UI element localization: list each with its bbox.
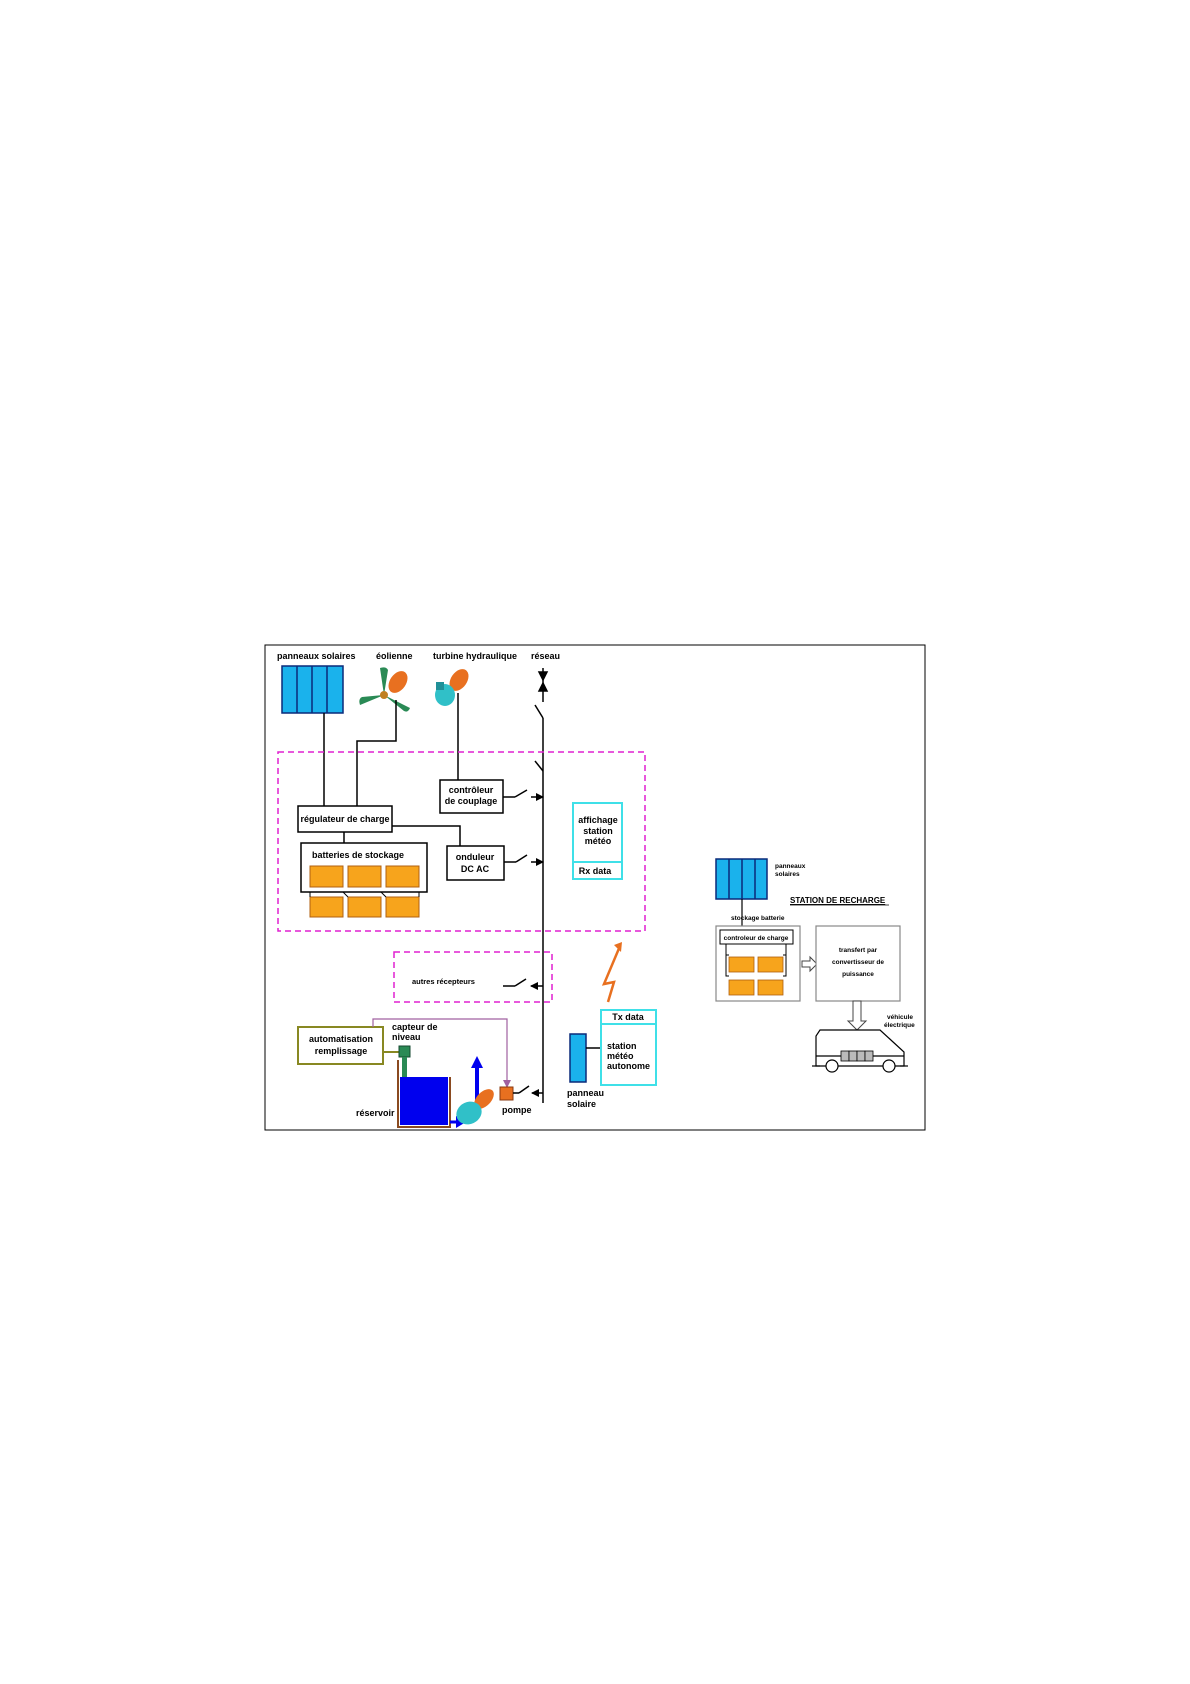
receivers-switch xyxy=(503,978,543,990)
weather-station-block: Tx data station météo autonome xyxy=(600,1009,657,1086)
grid-switch xyxy=(534,671,549,772)
weather-station-label-2: météo xyxy=(607,1051,634,1061)
transfer-label-3: puissance xyxy=(842,971,874,978)
solar-panel-array xyxy=(281,665,344,714)
fill-automation-label-2: remplissage xyxy=(315,1046,368,1056)
level-sensor-icon xyxy=(383,1045,411,1077)
pump-icon xyxy=(456,1086,514,1125)
wiring xyxy=(323,668,544,1103)
weather-display-label-1: affichage xyxy=(578,815,618,825)
fill-automation-block: automatisation remplissage xyxy=(297,1026,384,1065)
level-sensor-label-1: capteur de xyxy=(392,1022,438,1032)
main-zone-dashed xyxy=(277,751,646,932)
vehicle-label-2: électrique xyxy=(884,1022,915,1029)
hydro-turbine-label: turbine hydraulique xyxy=(433,651,517,661)
coupling-controller-label-2: de couplage xyxy=(445,796,498,806)
charge-regulator-label: régulateur de charge xyxy=(300,814,389,824)
transfer-label-1: transfert par xyxy=(839,947,878,954)
coupling-switch xyxy=(503,789,544,801)
rx-data-label: Rx data xyxy=(579,866,613,876)
vehicle-arrow xyxy=(846,1000,868,1031)
recharge-storage-block: controleur de charge xyxy=(715,925,801,1002)
recharge-station-title: STATION DE RECHARGE xyxy=(790,896,886,905)
wireless-arrowhead xyxy=(614,942,622,952)
storage-batteries-block: batteries de stockage xyxy=(300,842,428,918)
solar-panels-label: panneaux solaires xyxy=(277,651,356,661)
weather-display-label-2: station xyxy=(583,826,613,836)
fill-automation-label-1: automatisation xyxy=(309,1034,373,1044)
inverter-block: onduleur DC AC xyxy=(446,845,505,881)
coupling-controller-block: contrôleur de couplage xyxy=(439,779,504,814)
power-transfer-block: transfert par convertisseur de puissance xyxy=(815,925,901,1002)
transfer-arrow xyxy=(801,955,818,973)
small-solar-panel xyxy=(569,1033,587,1083)
pump-switch xyxy=(513,1085,543,1097)
inverter-label-2: DC AC xyxy=(461,864,490,874)
recharge-battery-cells xyxy=(728,956,784,996)
coupling-controller-label-1: contrôleur xyxy=(449,785,494,795)
inverter-label-1: onduleur xyxy=(456,852,495,862)
recharge-controller-label: controleur de charge xyxy=(724,935,789,942)
inverter-switch xyxy=(504,854,544,866)
small-panel-label-2: solaire xyxy=(567,1099,596,1109)
pump-label: pompe xyxy=(502,1105,532,1115)
vehicle-label-1: véhicule xyxy=(887,1014,913,1021)
recharge-storage-label: stockage batterie xyxy=(731,915,785,922)
weather-station-label-3: autonome xyxy=(607,1061,650,1071)
wind-turbine-icon xyxy=(359,667,410,712)
transfer-label-2: convertisseur de xyxy=(832,959,884,966)
reservoir-label: réservoir xyxy=(356,1108,395,1118)
wind-turbine-label: éolienne xyxy=(376,651,413,661)
recharge-panels-label-1: panneaux xyxy=(775,863,806,870)
small-panel-label-1: panneau xyxy=(567,1088,604,1098)
reservoir-tank xyxy=(397,1060,451,1128)
receivers-zone-dashed xyxy=(393,951,553,1003)
weather-display-label-3: météo xyxy=(585,836,612,846)
other-receivers-label: autres récepteurs xyxy=(412,977,475,986)
signal-line xyxy=(372,1018,511,1088)
charge-regulator-block: régulateur de charge xyxy=(297,805,393,833)
recharge-solar-panels xyxy=(715,858,768,900)
weather-display-block: affichage station météo Rx data xyxy=(572,802,623,880)
weather-station-label-1: station xyxy=(607,1041,637,1051)
storage-batteries-label: batteries de stockage xyxy=(312,850,404,860)
tx-data-label: Tx data xyxy=(612,1012,645,1022)
battery-cells xyxy=(309,865,420,918)
hydro-turbine-icon xyxy=(435,669,469,706)
electric-vehicle-icon xyxy=(812,1029,908,1073)
wireless-link-icon xyxy=(601,945,622,1003)
level-sensor-label-2: niveau xyxy=(392,1032,421,1042)
grid-label: réseau xyxy=(531,651,560,661)
recharge-panels-label-2: solaires xyxy=(775,871,800,878)
